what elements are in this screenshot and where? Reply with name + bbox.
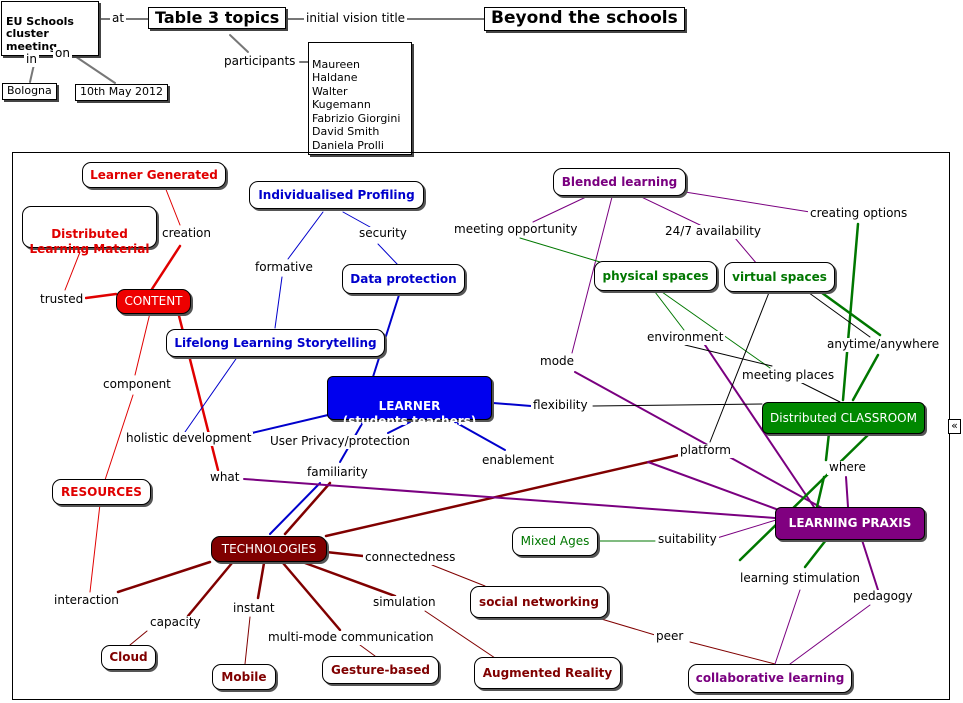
link-platform: platform [678,443,733,458]
cloud-node[interactable]: Cloud [101,645,156,670]
mixed-ages-node[interactable]: Mixed Ages [512,527,598,556]
link-where: where [827,460,868,475]
learning-praxis-node[interactable]: LEARNING PRAXIS [775,507,925,540]
link-holistic-development: holistic development [124,431,254,446]
link-anytime-anywhere: anytime/anywhere [825,337,942,352]
link-instant: instant [231,601,277,616]
virtual-spaces-node[interactable]: virtual spaces [724,262,835,292]
date-node[interactable]: 10th May 2012 [75,84,169,101]
resources-node[interactable]: RESOURCES [52,479,151,505]
vision-title[interactable]: Beyond the schools [484,7,685,31]
cluster-meeting-node[interactable]: EU Schools cluster meeting [1,1,99,56]
gesture-based-node[interactable]: Gesture-based [322,656,439,684]
distributed-classroom-node[interactable]: Distributed CLASSROOM [762,402,925,434]
physical-spaces-node[interactable]: physical spaces [594,261,717,291]
link-what: what [208,470,242,485]
link-multi-mode-communication: multi-mode communication [266,630,436,645]
link-connectedness: connectedness [363,550,458,565]
link-trusted: trusted [38,292,86,307]
link-24-7-availability: 24/7 availability [663,224,764,239]
link-enablement: enablement [480,453,557,468]
link-simulation: simulation [371,595,438,610]
place-node[interactable]: Bologna [2,83,57,100]
link-meeting-opportunity: meeting opportunity [452,222,580,237]
distributed-learning-material-node[interactable]: Distributed Learning Material [22,206,157,256]
link-creation: creation [160,226,213,241]
link-environment: environment [645,330,726,345]
participants-list[interactable]: Maureen Haldane Walter Kugemann Fabrizio… [308,42,412,155]
link-peer: peer [654,629,686,644]
link-on: on [53,46,72,61]
collaborative-learning-node[interactable]: collaborative learning [688,664,852,693]
learner-generated-node[interactable]: Learner Generated [82,162,226,188]
link-meeting-places: meeting places [740,368,837,383]
collapse-icon[interactable]: « [948,419,961,434]
link-component: component [101,377,173,392]
content-node[interactable]: CONTENT [116,289,191,314]
link-mode: mode [538,354,577,369]
link-suitability: suitability [656,532,719,547]
technologies-node[interactable]: TECHNOLOGIES [211,536,327,562]
data-protection-node[interactable]: Data protection [342,264,465,294]
link-initial-vision-title: initial vision title [304,11,408,26]
learner-text: LEARNER (students teachers) [342,399,477,428]
link-familiarity: familiarity [305,465,370,480]
link-at: at [110,11,127,26]
link-interaction: interaction [52,593,121,608]
social-networking-node[interactable]: social networking [470,586,608,618]
link-capacity: capacity [148,615,203,630]
topic-title[interactable]: Table 3 topics [148,7,287,30]
link-flexibility: flexibility [531,398,590,413]
link-participants: participants [222,54,298,69]
cluster-meeting-text: EU Schools cluster meeting [6,14,74,53]
learner-node[interactable]: LEARNER (students teachers) [327,376,492,428]
distributed-learning-material-text: Distributed Learning Material [29,227,150,256]
individualised-profiling-node[interactable]: Individualised Profiling [249,181,424,209]
link-in: in [24,52,39,67]
link-learning-stimulation: learning stimulation [738,571,863,586]
blended-learning-node[interactable]: Blended learning [553,168,686,196]
link-formative: formative [253,260,315,275]
augmented-reality-node[interactable]: Augmented Reality [474,657,621,689]
link-pedagogy: pedagogy [851,589,915,604]
lifelong-learning-storytelling-node[interactable]: Lifelong Learning Storytelling [166,329,385,357]
mobile-node[interactable]: Mobile [212,664,276,690]
link-security: security [357,226,409,241]
participants-text: Maureen Haldane Walter Kugemann Fabrizio… [312,57,401,152]
link-user-privacy: User Privacy/protection [268,434,412,449]
link-creating-options: creating options [808,206,910,221]
